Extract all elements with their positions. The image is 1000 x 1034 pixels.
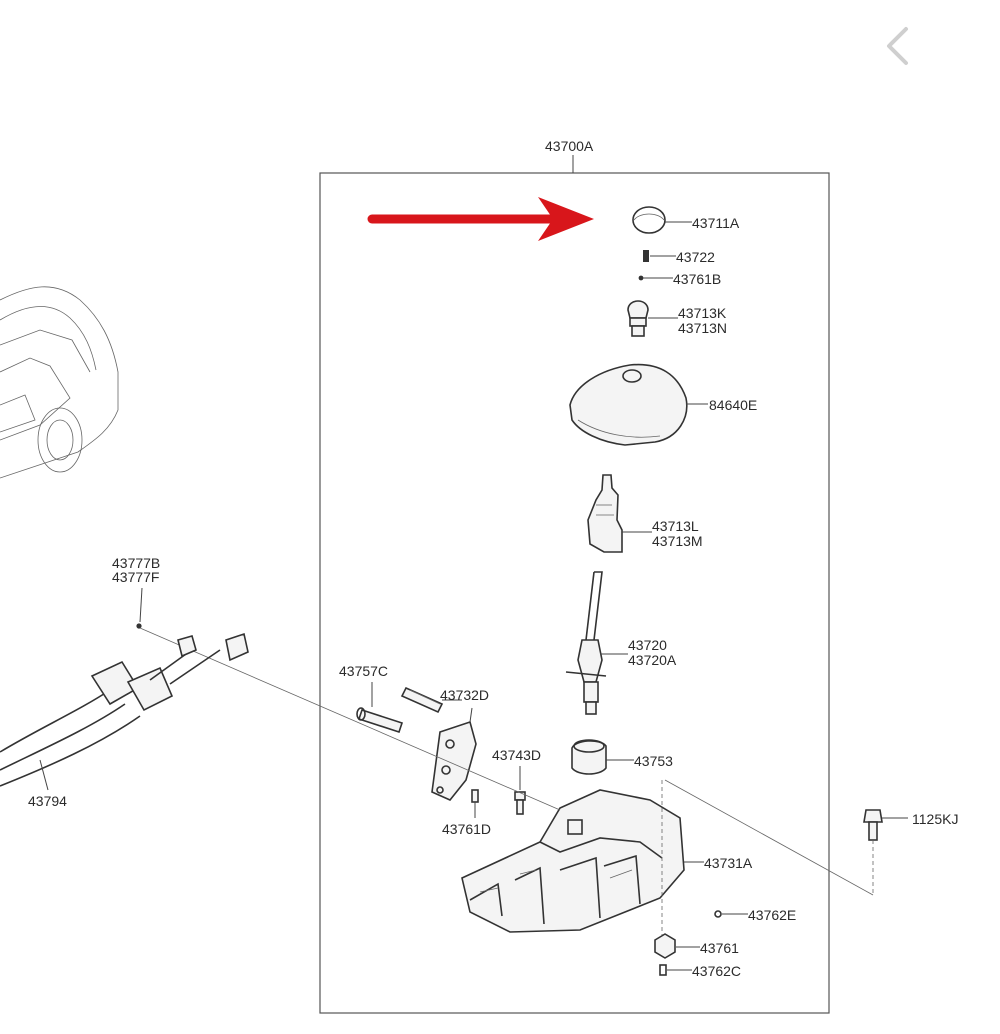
part-43762E: 43762E <box>714 907 796 923</box>
label-43731A: 43731A <box>704 855 753 871</box>
part-43761D: 43761D <box>442 789 491 837</box>
label-43753: 43753 <box>634 753 673 769</box>
label-43722: 43722 <box>676 249 715 265</box>
label-43743D: 43743D <box>492 747 541 763</box>
red-arrow-icon <box>367 197 594 241</box>
label-43757C: 43757C <box>339 663 388 679</box>
label-43761B: 43761B <box>673 271 721 287</box>
part-43794: 43794 <box>0 632 249 809</box>
part-43777B: 43777B 43777F <box>112 555 561 811</box>
part-1125KJ: 1125KJ <box>664 779 958 896</box>
label-43777B: 43777B <box>112 555 160 571</box>
part-43722: 43722 <box>643 249 715 265</box>
label-43794: 43794 <box>28 793 67 809</box>
part-43762C: 43762C <box>659 963 741 979</box>
chevron-left-icon[interactable] <box>887 27 908 65</box>
part-43753: 43753 <box>571 739 673 775</box>
label-43777F: 43777F <box>112 569 159 585</box>
label-43713L: 43713L <box>652 518 699 534</box>
label-43762C: 43762C <box>692 963 741 979</box>
part-43761: 43761 <box>654 933 739 959</box>
part-43761B: 43761B <box>638 271 721 287</box>
part-43713K: 43713K 43713N <box>627 300 727 337</box>
part-43720: 43720 43720A <box>565 571 677 715</box>
part-43732D: 43732D <box>400 686 489 714</box>
label-43713K: 43713K <box>678 305 727 321</box>
assembly-label: 43700A <box>545 138 594 154</box>
label-1125KJ: 1125KJ <box>912 811 958 827</box>
part-43757C: 43757C <box>339 663 404 734</box>
assembly-frame <box>319 172 830 1014</box>
label-43713N: 43713N <box>678 320 727 336</box>
part-84640E: 84640E <box>569 363 757 446</box>
part-43711A: 43711A <box>632 206 740 234</box>
label-43713M: 43713M <box>652 533 703 549</box>
label-84640E: 84640E <box>709 397 757 413</box>
label-43720: 43720 <box>628 637 667 653</box>
part-43743D: 43743D <box>492 747 541 815</box>
label-43761D: 43761D <box>442 821 491 837</box>
part-43713L: 43713L 43713M <box>587 474 703 553</box>
part-43731A: 43731A <box>461 789 753 933</box>
label-43720A: 43720A <box>628 652 677 668</box>
gate-bracket <box>431 707 477 801</box>
label-43732D: 43732D <box>440 687 489 703</box>
label-43711A: 43711A <box>692 215 740 231</box>
label-43761: 43761 <box>700 940 739 956</box>
label-43762E: 43762E <box>748 907 796 923</box>
vehicle-outline <box>0 286 119 479</box>
